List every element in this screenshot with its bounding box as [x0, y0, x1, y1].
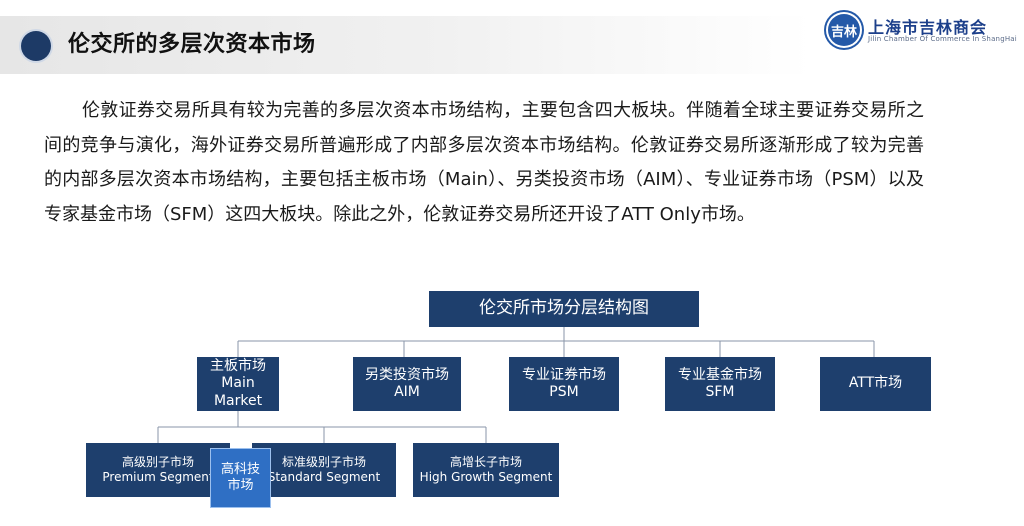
- node-label-en: AIM: [394, 384, 420, 400]
- node-label-cn: 专业基金市场: [678, 366, 762, 383]
- seal-icon: 吉林: [826, 12, 862, 48]
- chamber-logo: 吉林 上海市吉林商会 Jilin Chamber Of Commerce In …: [826, 12, 1020, 52]
- node-label-en: SFM: [705, 384, 735, 400]
- highlight-line1: 高科技: [220, 461, 260, 477]
- intro-paragraph: 伦敦证券交易所具有较为完善的多层次资本市场结构，主要包含四大板块。伴随着全球主要…: [44, 100, 924, 225]
- node-high-tech-market: 高科技 市场: [210, 448, 271, 508]
- node-sfm: 专业基金市场 SFM: [665, 357, 775, 411]
- node-aim: 另类投资市场 AIM: [353, 357, 461, 411]
- node-label-en: Main Market: [213, 375, 263, 409]
- node-high-growth-segment: 高增长子市场 High Growth Segment: [413, 443, 559, 497]
- page-title: 伦交所的多层次资本市场: [68, 32, 316, 57]
- title-bar: [0, 16, 812, 74]
- node-label-en: High Growth Segment: [419, 470, 553, 484]
- logo-name-en: Jilin Chamber Of Commerce In ShangHai: [868, 35, 1017, 43]
- node-label-cn: 标准级别子市场: [281, 455, 366, 469]
- node-label-cn: 主板市场: [210, 357, 266, 374]
- node-premium-segment: 高级别子市场 Premium Segment: [86, 443, 230, 497]
- highlight-line2: 市场: [227, 478, 254, 493]
- node-standard-segment: 标准级别子市场 Standard Segment: [252, 443, 396, 497]
- node-label-en: Standard Segment: [267, 470, 381, 484]
- node-label-en: PSM: [549, 384, 579, 400]
- root-label: 伦交所市场分层结构图: [479, 298, 649, 319]
- node-label-en: Premium Segment: [102, 470, 214, 484]
- logo-name-cn: 上海市吉林商会: [868, 18, 988, 37]
- node-att: ATT市场: [820, 357, 931, 411]
- node-label-cn: 高级别子市场: [121, 455, 194, 469]
- title-bullet-icon: [21, 31, 51, 61]
- diagram-root-node: 伦交所市场分层结构图: [429, 291, 699, 327]
- node-label-cn: 另类投资市场: [365, 366, 449, 383]
- node-label-cn: ATT市场: [848, 375, 903, 392]
- node-label-cn: 专业证券市场: [522, 366, 606, 383]
- node-main-market: 主板市场 Main Market: [197, 357, 279, 411]
- node-psm: 专业证券市场 PSM: [509, 357, 619, 411]
- node-label-cn: 高增长子市场: [449, 455, 522, 469]
